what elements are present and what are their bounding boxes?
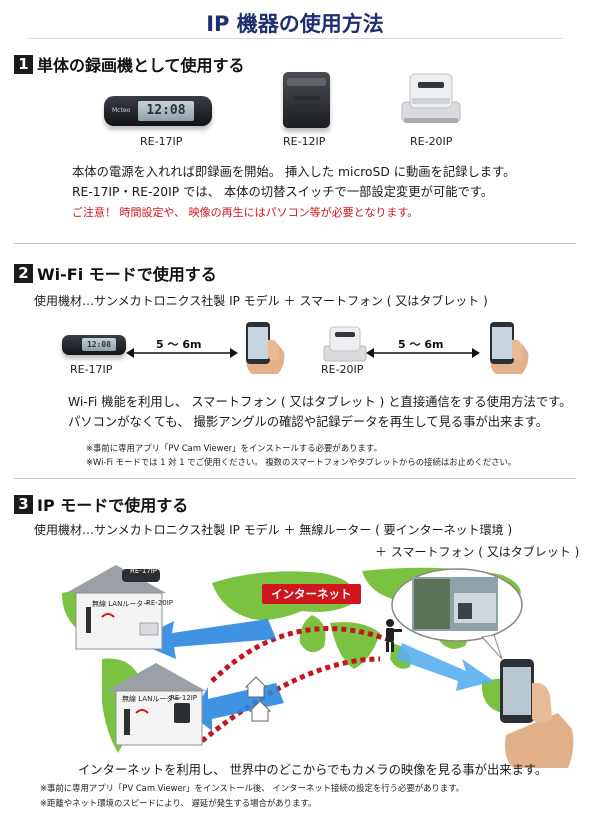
house2-label-router: 無線 LANルーター <box>122 695 181 703</box>
house1-label-re20ip: RE-20IP <box>146 599 174 607</box>
section-divider-1 <box>14 243 576 244</box>
device-lcd-display: 12:08 <box>82 338 116 351</box>
house2-label-re12ip: RE-12IP <box>170 694 198 702</box>
wifi-caption-left: RE-17IP <box>70 363 113 376</box>
re20ip-caption: RE-20IP <box>410 135 453 148</box>
section1-number: 1 <box>14 54 33 74</box>
distance-label-right: 5 ～ 6m <box>398 338 444 351</box>
section1-heading: 1 単体の録画機として使用する <box>14 52 245 76</box>
section2-text-line1: Wi-Fi 機能を利用し、 スマートフォン ( 又はタブレット ) と直接通信を… <box>68 395 572 409</box>
section2-note1: ※事前に専用アプリ「PV Cam Viewer」をインストールする必要があります… <box>86 443 382 453</box>
section2-title: Wi-Fi モードで使用する <box>37 265 217 284</box>
internet-label: インターネット <box>262 584 361 604</box>
re12ip-caption: RE-12IP <box>283 135 326 148</box>
device-lcd-display: 12:08 <box>138 101 194 121</box>
page-title: IP 機器の使用方法 <box>206 12 384 36</box>
house1-label-router: 無線 LANルーター <box>92 600 151 608</box>
section3-equipment-line1: 使用機材…サンメカトロニクス社製 IP モデル ＋ 無線ルーター ( 要インター… <box>34 523 513 537</box>
section3-number: 3 <box>14 494 33 514</box>
section2-equipment: 使用機材…サンメカトロニクス社製 IP モデル ＋ スマートフォン ( 又はタブ… <box>34 294 488 308</box>
wifi-caption-right: RE-20IP <box>321 363 364 376</box>
smartphone-hand-right-image <box>490 322 529 374</box>
section1-title: 単体の録画機として使用する <box>37 56 245 75</box>
section3-heading: 3 IP モードで使用する <box>14 492 188 516</box>
section3-note2: ※距離やネット環境のスピードにより、 遅延が発生する場合があります。 <box>40 798 317 808</box>
section3-note1: ※事前に専用アプリ「PV Cam Viewer」をインストール後、 インターネッ… <box>40 783 465 793</box>
page-title-wrap: IP 機器の使用方法 <box>0 8 590 41</box>
section3-equipment-line2: ＋ スマートフォン ( 又はタブレット ) <box>375 545 580 559</box>
re12ip-device-image <box>283 72 330 128</box>
distance-label-left: 5 ～ 6m <box>156 338 202 351</box>
section-divider-2 <box>14 478 576 479</box>
re20ip-device-image <box>401 73 461 123</box>
distance-double-arrow-right <box>366 348 480 358</box>
title-rule <box>28 38 562 39</box>
wifi-re17ip-device-image: 12:08 <box>62 335 126 355</box>
section1-warning: ご注意！ 時間設定や、 映像の再生にはパソコン等が必要となります。 <box>72 206 419 219</box>
smartphone-hand-left-image <box>246 322 285 374</box>
distance-double-arrow-left <box>126 348 238 358</box>
re17ip-device-image: Mcteo 12:08 <box>104 96 212 126</box>
section1-text-line1: 本体の電源を入れれば即録画を開始。 挿入した microSD に動画を記録します… <box>72 165 516 179</box>
section2-number: 2 <box>14 263 33 283</box>
device-brand-text: Mcteo <box>112 107 131 114</box>
section1-text-line2: RE-17IP・RE-20IP では、 本体の切替スイッチで一部設定変更が可能で… <box>72 185 494 199</box>
section2-heading: 2 Wi-Fi モードで使用する <box>14 261 217 285</box>
section2-note2: ※Wi-Fi モードでは 1 対 1 でご使用ください。 複数のスマートフォンや… <box>86 457 517 467</box>
section2-text-line2: パソコンがなくても、 撮影アングルの確認や記録データを再生して見る事が出来ます。 <box>68 415 549 429</box>
house1-label-re17ip: RE-17IP <box>130 567 158 575</box>
section3-text: インターネットを利用し、 世界中のどこからでもカメラの映像を見る事が出来ます。 <box>78 763 548 777</box>
re17ip-caption: RE-17IP <box>140 135 183 148</box>
world-map-illustration <box>62 565 574 768</box>
wifi-re20ip-device-image <box>323 326 367 362</box>
section3-title: IP モードで使用する <box>37 496 189 515</box>
